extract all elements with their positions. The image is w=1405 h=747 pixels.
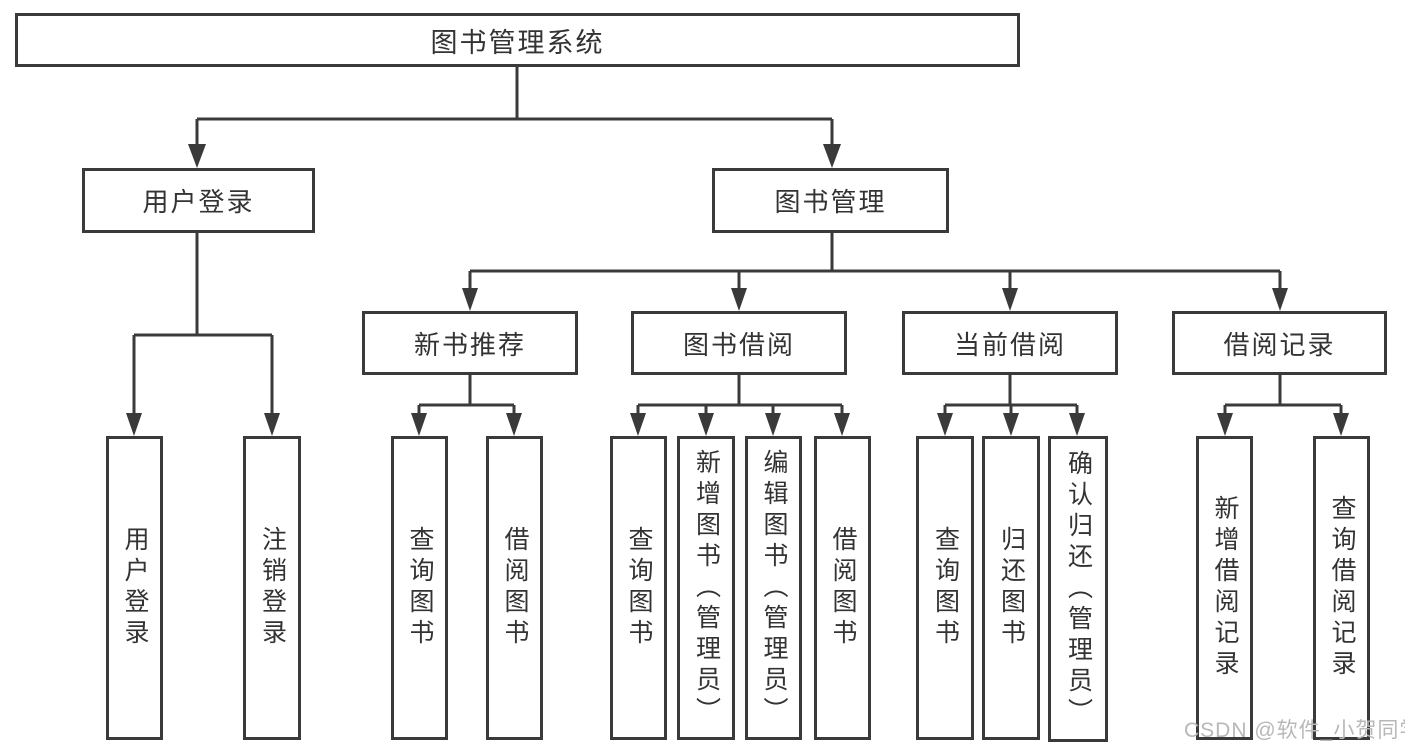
node-user-login-label: 用户登录 xyxy=(142,187,255,217)
leaf-query-books-borrow-label: 查询图书 xyxy=(625,526,653,650)
leaf-query-books-recommend-label: 查询图书 xyxy=(406,526,434,650)
node-root: 图书管理系统 xyxy=(15,13,1020,67)
leaf-query-borrow-record-label: 查询借阅记录 xyxy=(1328,495,1356,681)
leaf-borrow-books-recommend-label: 借阅图书 xyxy=(501,526,529,650)
leaf-user-login: 用户登录 xyxy=(106,436,163,740)
leaf-logout: 注销登录 xyxy=(243,436,301,740)
node-book-borrow-label: 图书借阅 xyxy=(682,329,795,360)
node-user-login: 用户登录 xyxy=(82,168,315,233)
leaf-borrow-books-2-label: 借阅图书 xyxy=(829,526,857,650)
leaf-query-books-current-label: 查询图书 xyxy=(931,526,960,650)
node-current-borrow: 当前借阅 xyxy=(902,311,1118,375)
leaf-query-books-borrow: 查询图书 xyxy=(610,436,667,740)
leaf-confirm-return-admin-label: 确认归还（管理员） xyxy=(1064,449,1093,729)
leaf-add-book-admin-label: 新增图书（管理员） xyxy=(692,448,721,728)
node-borrow-records: 借阅记录 xyxy=(1172,311,1387,375)
leaf-borrow-books-recommend: 借阅图书 xyxy=(486,436,543,740)
leaf-query-books-current: 查询图书 xyxy=(916,436,974,740)
leaf-query-borrow-record: 查询借阅记录 xyxy=(1313,436,1370,740)
leaf-return-book-label: 归还图书 xyxy=(997,526,1026,650)
leaf-borrow-books-2: 借阅图书 xyxy=(814,436,871,740)
leaf-confirm-return-admin: 确认归还（管理员） xyxy=(1048,436,1108,742)
leaf-edit-book-admin: 编辑图书（管理员） xyxy=(745,436,802,740)
node-new-book-recommend: 新书推荐 xyxy=(362,311,578,375)
leaf-logout-label: 注销登录 xyxy=(258,526,287,650)
leaf-add-borrow-record-label: 新增借阅记录 xyxy=(1211,495,1239,681)
leaf-user-login-label: 用户登录 xyxy=(121,526,149,650)
leaf-edit-book-admin-label: 编辑图书（管理员） xyxy=(760,448,788,728)
node-book-management: 图书管理 xyxy=(712,168,949,233)
watermark: CSDN @软件_小贺同学 xyxy=(1184,719,1405,742)
node-borrow-records-label: 借阅记录 xyxy=(1223,329,1336,360)
node-current-borrow-label: 当前借阅 xyxy=(953,329,1066,360)
node-book-borrow: 图书借阅 xyxy=(631,311,847,375)
node-book-management-label: 图书管理 xyxy=(774,187,887,217)
node-root-label: 图书管理系统 xyxy=(430,27,605,58)
leaf-query-books-recommend: 查询图书 xyxy=(391,436,448,740)
leaf-add-borrow-record: 新增借阅记录 xyxy=(1196,436,1253,740)
node-new-book-recommend-label: 新书推荐 xyxy=(413,329,526,360)
leaf-add-book-admin: 新增图书（管理员） xyxy=(677,436,735,740)
leaf-return-book: 归还图书 xyxy=(982,436,1040,740)
